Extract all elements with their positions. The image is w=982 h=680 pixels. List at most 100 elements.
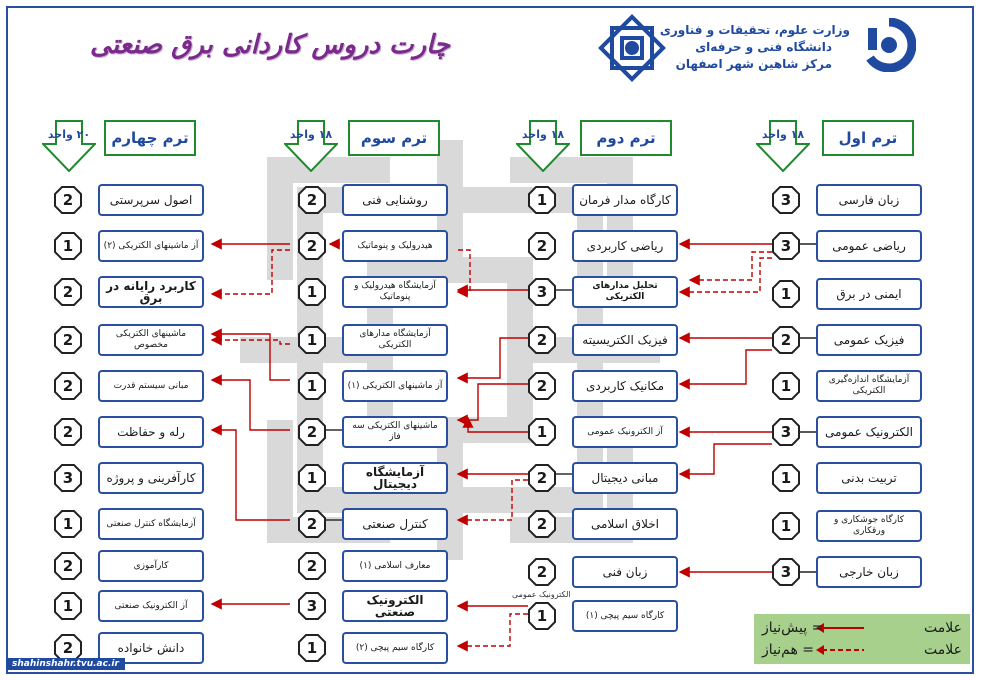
term-units-1-text: ۱۸ واحد: [761, 128, 805, 141]
term3-credits-9: 2: [298, 552, 326, 580]
term2-credits-value-6: 1: [536, 423, 548, 441]
term1-credits-value-1: 3: [780, 191, 792, 209]
term2-credits-3: 3: [528, 278, 556, 306]
term1-credits-value-4: 2: [780, 331, 792, 349]
term1-credits-1: 3: [772, 186, 800, 214]
term4-credits-8: 1: [54, 510, 82, 538]
term-header-2: ترم دوم: [580, 120, 672, 156]
term2-credits-value-4: 2: [536, 331, 548, 349]
term3-course-6: ماشینهای الکتریکی سه فاز: [342, 416, 448, 448]
term1-credits-9: 3: [772, 558, 800, 586]
term3-course-8: کنترل صنعتی: [342, 508, 448, 540]
term2-credits-value-3: 3: [536, 283, 548, 301]
term4-credits-2: 1: [54, 232, 82, 260]
term-units-4-text: ۲۰ واحد: [47, 128, 91, 141]
term2-course-9: زبان فنی: [572, 556, 678, 588]
term1-course-3: ایمنی در برق: [816, 278, 922, 310]
term3-credits-7: 1: [298, 464, 326, 492]
term4-credits-9: 2: [54, 552, 82, 580]
term4-credits-value-1: 2: [62, 191, 74, 209]
legend-coreq: علامت = هم‌نیاز: [762, 640, 962, 662]
org-center: مرکز شاهین شهر اصفهان: [675, 57, 832, 71]
term2-credits-value-9: 2: [536, 563, 548, 581]
term1-course-1: زبان فارسی: [816, 184, 922, 216]
term3-credits-value-9: 2: [306, 557, 318, 575]
term4-credits-value-5: 2: [62, 377, 74, 395]
term2-credits-2: 2: [528, 232, 556, 260]
tvu-logo: [866, 18, 916, 72]
term1-credits-7: 1: [772, 464, 800, 492]
term3-credits-value-3: 1: [306, 283, 318, 301]
term1-credits-6: 3: [772, 418, 800, 446]
legend-solid-arrow: [816, 623, 864, 633]
term4-course-4: ماشینهای الکتریکی مخصوص: [98, 324, 204, 356]
term1-credits-2: 3: [772, 232, 800, 260]
term2-credits-6: 1: [528, 418, 556, 446]
term4-course-2: آز ماشینهای الکتریکی (۲): [98, 230, 204, 262]
term3-credits-value-1: 2: [306, 191, 318, 209]
term4-credits-10: 1: [54, 592, 82, 620]
term1-course-5: آزمایشگاه اندازه‌گیری الکتریکی: [816, 370, 922, 402]
term1-credits-value-3: 1: [780, 285, 792, 303]
term4-credits-value-6: 2: [62, 423, 74, 441]
legend: علامت = پیش‌نیاز علامت = هم‌نیاز: [754, 614, 970, 664]
term-header-4: ترم چهارم: [104, 120, 196, 156]
term2-credits-value-8: 2: [536, 515, 548, 533]
term3-course-1: روشنایی فنی: [342, 184, 448, 216]
term3-credits-value-11: 1: [306, 639, 318, 657]
term2-course-7: مبانی دیجیتال: [572, 462, 678, 494]
term3-course-10: الکترونیک صنعتی: [342, 590, 448, 622]
term1-credits-8: 1: [772, 512, 800, 540]
term2-credits-value-7: 2: [536, 469, 548, 487]
term1-credits-value-2: 3: [780, 237, 792, 255]
term3-course-4: آزمایشگاه مدارهای الکتریکی: [342, 324, 448, 356]
term4-course-10: آز الکترونیک صنعتی: [98, 590, 204, 622]
term3-course-3: آزمایشگاه هیدرولیک و پنوماتیک: [342, 276, 448, 308]
legend-word: علامت: [924, 620, 962, 636]
organization-block: وزارت علوم، تحقیقات و فناوری دانشگاه فنی…: [660, 22, 850, 73]
term4-credits-value-4: 2: [62, 331, 74, 349]
term1-course-2: ریاضی عمومی: [816, 230, 922, 262]
term4-credits-5: 2: [54, 372, 82, 400]
term-units-2: ۱۸ واحد: [516, 120, 570, 172]
term4-course-8: آزمایشگاه کنترل صنعتی: [98, 508, 204, 540]
term4-course-9: کارآموزی: [98, 550, 204, 582]
term1-credits-3: 1: [772, 280, 800, 308]
term3-credits-value-6: 2: [306, 423, 318, 441]
term-units-1: ۱۸ واحد: [756, 120, 810, 172]
term1-credits-value-6: 3: [780, 423, 792, 441]
legend-word-2: علامت: [924, 642, 962, 658]
page-frame: [6, 6, 974, 674]
term2-course-10: کارگاه سیم پیچی (۱): [572, 600, 678, 632]
term4-course-6: رله و حفاظت: [98, 416, 204, 448]
org-ministry: وزارت علوم، تحقیقات و فناوری: [659, 23, 850, 37]
term2-credits-10: 1: [528, 602, 556, 630]
footer-url[interactable]: shahinshahr.tvu.ac.ir: [6, 658, 125, 670]
term3-credits-value-4: 1: [306, 331, 318, 349]
term1-course-6: الکترونیک عمومی: [816, 416, 922, 448]
term4-credits-value-11: 2: [62, 639, 74, 657]
term1-credits-4: 2: [772, 326, 800, 354]
org-university: دانشگاه فنی و حرفه‌ای: [695, 40, 832, 54]
term2-course-2: ریاضی کاربردی: [572, 230, 678, 262]
term-units-3: ۱۸ واحد: [284, 120, 338, 172]
term2-course-4: فیزیک الکتریسیته: [572, 324, 678, 356]
legend-dashed-arrow: [816, 645, 864, 655]
term3-credits-11: 1: [298, 634, 326, 662]
term3-course-5: آز ماشینهای الکتریکی (۱): [342, 370, 448, 402]
term3-course-2: هیدرولیک و پنوماتیک: [342, 230, 448, 262]
term4-credits-1: 2: [54, 186, 82, 214]
term2-course-6: آز الکترونیک عمومی: [572, 416, 678, 448]
term3-credits-value-5: 1: [306, 377, 318, 395]
term3-credits-value-10: 3: [306, 597, 318, 615]
term4-credits-value-8: 1: [62, 515, 74, 533]
term-units-4: ۲۰ واحد: [42, 120, 96, 172]
term3-credits-value-7: 1: [306, 469, 318, 487]
term3-credits-6: 2: [298, 418, 326, 446]
term-header-3: ترم سوم: [348, 120, 440, 156]
term2-credits-1: 1: [528, 186, 556, 214]
term2-credits-value-5: 2: [536, 377, 548, 395]
page-title: چارت دروس کاردانی برق صنعتی: [90, 30, 450, 60]
term3-credits-value-2: 2: [306, 237, 318, 255]
